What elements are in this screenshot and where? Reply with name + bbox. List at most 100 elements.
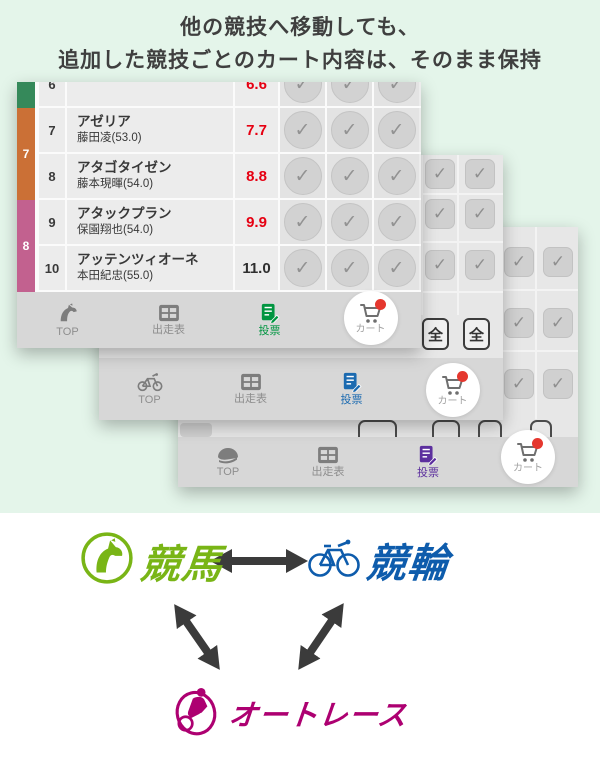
cart-button[interactable]: カート [425, 363, 480, 417]
bet-checkbox[interactable]: ✓ [543, 247, 573, 277]
check-icon: ✓ [388, 257, 405, 279]
nav-top-label: TOP [138, 394, 161, 406]
sport-keiba: 競馬 [80, 531, 225, 590]
check-icon: ✓ [388, 82, 405, 95]
check-icon: ✓ [341, 165, 358, 187]
cart-label: カート [513, 462, 543, 474]
nav-item-racecard[interactable]: 出走表 [200, 358, 301, 420]
grid-divider [535, 227, 537, 419]
check-icon: ✓ [432, 204, 448, 223]
bet-checkbox[interactable]: ✓ [504, 247, 534, 277]
bet-cell: ✓ [372, 200, 419, 244]
check-icon: ✓ [294, 165, 311, 187]
bet-cell: ✓ [325, 154, 372, 198]
sport-keirin: 競輪 [308, 531, 451, 589]
race-table: 6 藤江渉(53.0) 6.6 ✓ ✓ ✓ 7 アゼリア 藤田凌(53.0) 7… [17, 82, 421, 292]
nav-item-vote[interactable]: 投票 [378, 437, 478, 487]
check-icon: ✓ [511, 313, 527, 332]
nav-item-vote[interactable]: 投票 [219, 292, 320, 348]
bet-checkbox[interactable]: ✓ [425, 250, 455, 280]
horse-name: アゼリア [77, 114, 131, 129]
jockey-name: 藤田凌(53.0) [77, 132, 142, 144]
nav-top-label: TOP [216, 466, 240, 478]
arrow-keirin-autorace [298, 603, 344, 670]
check-icon: ✓ [294, 211, 311, 233]
cart-button[interactable]: カート [501, 430, 555, 484]
nav-item-cart[interactable]: カート [478, 430, 578, 487]
nav-item-vote[interactable]: 投票 [301, 358, 402, 420]
cart-icon [359, 298, 386, 324]
bet-checkbox[interactable]: ✓ [377, 157, 416, 195]
odds-value: 11.0 [242, 259, 271, 277]
nav-item-cart[interactable]: カート [320, 291, 421, 348]
bet-checkbox[interactable]: ✓ [425, 199, 455, 229]
title-line-1: 他の競技へ移動しても、 [180, 16, 420, 39]
bet-checkbox[interactable]: ✓ [543, 369, 573, 399]
nav-item-top[interactable]: TOP [99, 358, 200, 420]
bet-checkbox[interactable]: ✓ [377, 203, 416, 241]
bet-checkbox[interactable]: ✓ [377, 82, 416, 103]
horse-icon [56, 302, 80, 324]
check-icon: ✓ [511, 252, 527, 271]
bet-cell: ✓ [278, 200, 325, 244]
nav-item-racecard[interactable]: 出走表 [278, 437, 378, 487]
bet-checkbox[interactable]: ✓ [283, 249, 322, 287]
double-arrows [174, 549, 344, 670]
bet-checkbox[interactable]: ✓ [330, 157, 369, 195]
check-icon: ✓ [294, 257, 311, 279]
autorace-navbar: TOP 出走表 投票 カート [178, 430, 578, 487]
select-all-button[interactable]: 全 [463, 318, 490, 350]
keiba-navbar: TOP 出走表 投票 カート [17, 291, 421, 348]
table-row-horse-10: 10 アッテンツィオーネ 本田紀忠(55.0) 11.0 ✓ ✓ ✓ [17, 246, 421, 292]
cart-label: カート [355, 323, 386, 335]
partial-button[interactable] [180, 423, 212, 437]
vote-icon [260, 303, 280, 323]
bet-cell: ✓ [325, 108, 372, 152]
bet-checkbox[interactable]: ✓ [425, 159, 455, 189]
bet-checkbox[interactable]: ✓ [283, 111, 322, 149]
bet-checkbox[interactable]: ✓ [330, 249, 369, 287]
check-icon: ✓ [550, 374, 566, 393]
grid-divider [421, 241, 503, 243]
bet-checkbox[interactable]: ✓ [330, 82, 369, 103]
bet-checkbox[interactable]: ✓ [377, 249, 416, 287]
horse-name-cell: 藤江渉(53.0) [65, 82, 233, 106]
nav-item-cart[interactable]: カート [402, 358, 503, 420]
nav-item-top[interactable]: TOP [17, 292, 118, 348]
horse-name-cell: アッテンツィオーネ 本田紀忠(55.0) [65, 246, 233, 290]
cart-button[interactable]: カート [343, 291, 398, 345]
bet-checkbox[interactable]: ✓ [504, 369, 534, 399]
bet-checkbox[interactable]: ✓ [377, 111, 416, 149]
bracket-8: 8 [17, 200, 35, 292]
bet-checkbox[interactable]: ✓ [283, 82, 322, 103]
bet-checkbox[interactable]: ✓ [330, 111, 369, 149]
bet-checkbox[interactable]: ✓ [283, 203, 322, 241]
odds-value: 7.7 [246, 121, 267, 139]
nav-item-racecard[interactable]: 出走表 [118, 292, 219, 348]
grid-divider [500, 350, 578, 352]
horse-number: 8 [37, 154, 65, 198]
horse-name-cell: アタゴタイゼン 藤本現暉(54.0) [65, 154, 233, 198]
check-icon: ✓ [472, 255, 488, 274]
bet-checkbox[interactable]: ✓ [504, 308, 534, 338]
cart-icon [516, 437, 543, 463]
grid-divider [421, 155, 423, 315]
nav-item-top[interactable]: TOP [178, 437, 278, 487]
bet-checkbox[interactable]: ✓ [330, 203, 369, 241]
title-line-2: 追加した競技ごとのカート内容は、そのまま保持 [58, 49, 542, 72]
jockey-name: 本田紀忠(55.0) [77, 270, 154, 282]
racecard-icon [317, 446, 339, 464]
bet-checkbox[interactable]: ✓ [465, 250, 495, 280]
bet-checkbox[interactable]: ✓ [283, 157, 322, 195]
horse-name-cell: アタックプラン 保園翔也(54.0) [65, 200, 233, 244]
bet-checkbox[interactable]: ✓ [465, 159, 495, 189]
select-all-button[interactable]: 全 [422, 318, 449, 350]
nav-top-label: TOP [56, 326, 79, 338]
bracket-6 [17, 82, 35, 108]
bet-checkbox[interactable]: ✓ [465, 199, 495, 229]
bet-checkbox[interactable]: ✓ [543, 308, 573, 338]
check-icon: ✓ [550, 252, 566, 271]
odds-cell: 7.7 [233, 108, 278, 152]
hero-section: 他の競技へ移動しても、 追加した競技ごとのカート内容は、そのまま保持 ✓ ✓ ✓… [0, 0, 600, 513]
sport-keirin-label: 競輪 [364, 542, 451, 586]
